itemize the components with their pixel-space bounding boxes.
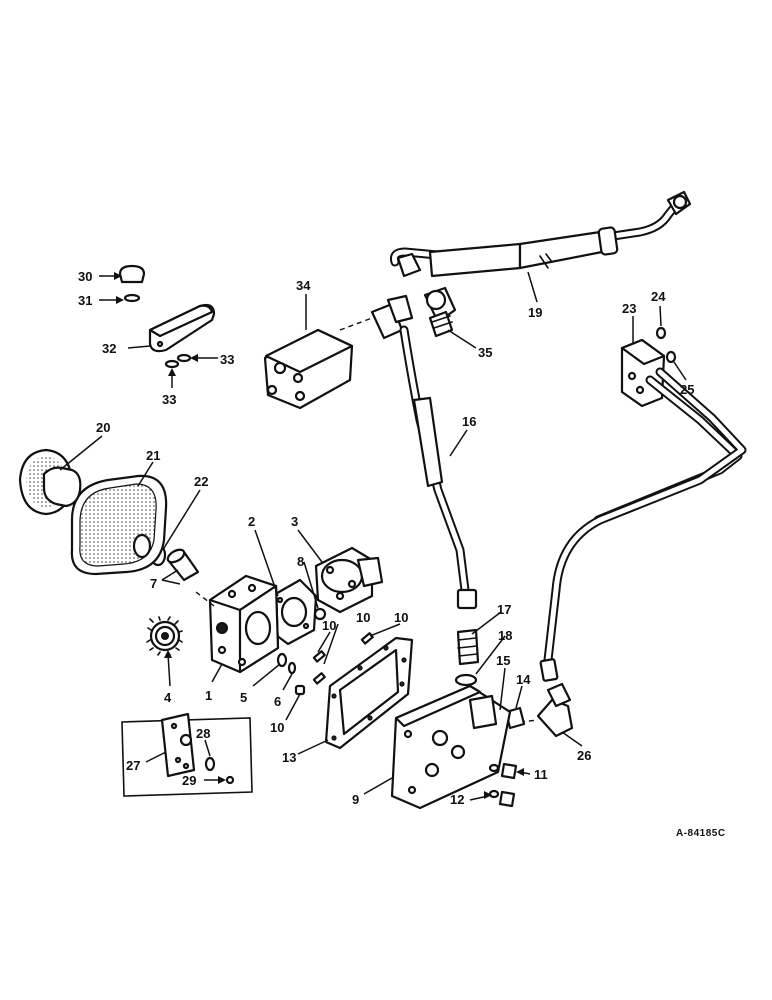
callout-28: 28 [196, 726, 210, 741]
callout-3: 3 [291, 514, 298, 529]
callout-16: 16 [462, 414, 476, 429]
callout-30: 30 [78, 269, 92, 284]
callout-1: 1 [205, 688, 212, 703]
callout-labels: 30 31 32 33 33 34 35 19 23 24 25 16 20 2… [78, 269, 694, 807]
callout-10-c: 10 [394, 610, 408, 625]
callout-21: 21 [146, 448, 160, 463]
part-27-inset-panel [121, 712, 253, 797]
drawing-number: A-84185C [676, 828, 726, 839]
callout-7: 7 [150, 576, 157, 591]
callout-17: 17 [497, 602, 511, 617]
part-4-drive-gear [146, 616, 183, 656]
part-32-breather-bracket [148, 303, 216, 353]
callout-19: 19 [528, 305, 542, 320]
part-30-cap [118, 264, 146, 284]
part-18-o-ring [454, 673, 478, 687]
callout-23: 23 [622, 301, 636, 316]
callout-2: 2 [248, 514, 255, 529]
callout-13: 13 [282, 750, 296, 765]
callout-31: 31 [78, 293, 92, 308]
part-20-filter-cover [18, 448, 82, 516]
callout-6: 6 [274, 694, 281, 709]
callout-9: 9 [352, 792, 359, 807]
callout-18: 18 [498, 628, 512, 643]
callout-10-b: 10 [356, 610, 370, 625]
callout-33-bottom: 33 [162, 392, 176, 407]
callout-29: 29 [182, 773, 196, 788]
callout-4: 4 [164, 690, 172, 705]
callout-27: 27 [126, 758, 140, 773]
part-5-o-ring [276, 652, 288, 668]
callout-8: 8 [297, 554, 304, 569]
callout-15: 15 [496, 653, 510, 668]
part-9-cover [390, 684, 512, 810]
callout-12: 12 [450, 792, 464, 807]
part-13-gasket [324, 636, 414, 750]
part-33-washers [164, 353, 192, 369]
leader-lines [59, 271, 687, 801]
part-19-pressure-tube [390, 190, 692, 278]
callout-10-a: 10 [322, 618, 336, 633]
part-21-filter-element [70, 474, 168, 576]
callout-32: 32 [102, 341, 116, 356]
callout-24: 24 [651, 289, 666, 304]
callout-14: 14 [516, 672, 531, 687]
part-31-washer [123, 293, 141, 303]
part-1-pump-body [195, 574, 280, 674]
callout-26: 26 [577, 748, 591, 763]
callout-20: 20 [96, 420, 110, 435]
callout-35: 35 [478, 345, 492, 360]
part-35-swivel-fitting [423, 286, 457, 338]
part-26-elbow-fitting [519, 682, 574, 738]
part-manifold-tubes [539, 367, 747, 682]
part-24-o-ring [655, 326, 667, 340]
callout-34: 34 [296, 278, 311, 293]
callout-10-d: 10 [270, 720, 284, 735]
part-17-adapter [456, 628, 480, 666]
callout-25: 25 [680, 382, 694, 397]
callout-33-right: 33 [220, 352, 234, 367]
part-23-manifold-block [620, 338, 666, 408]
part-6-o-ring [287, 661, 297, 675]
part-29-o-ring [225, 775, 235, 785]
callout-5: 5 [240, 690, 247, 705]
part-7-fitting [166, 548, 200, 582]
part-12-plug [488, 789, 516, 808]
part-8-o-ring [313, 607, 327, 621]
callout-22: 22 [194, 474, 208, 489]
part-34-valve-housing [263, 294, 414, 410]
part-28-o-ring [204, 756, 216, 772]
part-11-plug [488, 762, 518, 780]
callout-11: 11 [534, 767, 548, 782]
part-3-pump-section [314, 546, 384, 614]
part-25-o-ring [665, 350, 677, 364]
part-16-hose [399, 325, 478, 610]
